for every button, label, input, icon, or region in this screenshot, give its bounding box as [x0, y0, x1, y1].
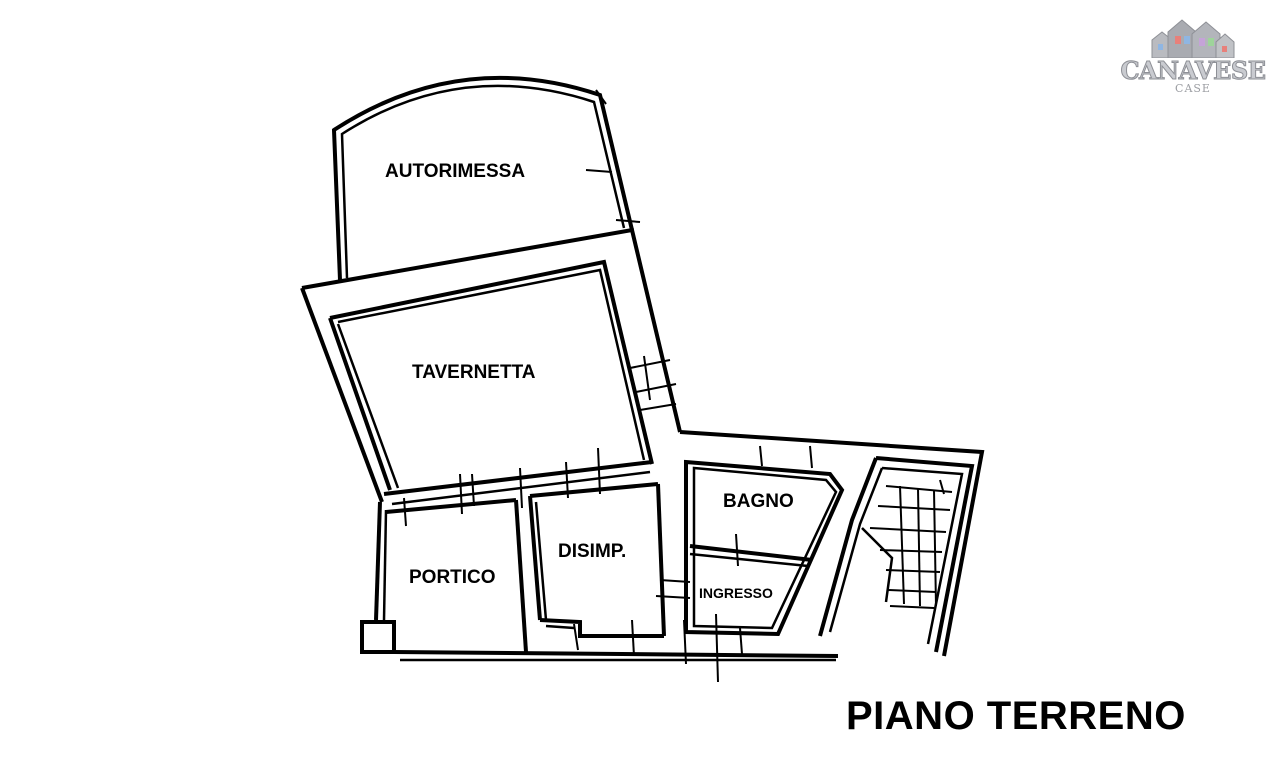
logo: CANAVESE CASE [1118, 14, 1268, 100]
room-portico-walls [360, 501, 839, 662]
plan-title: PIANO TERRENO [846, 694, 1186, 738]
room-tavernetta-walls [300, 227, 682, 503]
label-portico: PORTICO [409, 567, 496, 588]
staircase [818, 456, 975, 653]
label-bagno: BAGNO [723, 491, 794, 512]
room-disimp-walls [514, 467, 691, 657]
houses-icon [1151, 19, 1235, 58]
label-tavernetta: TAVERNETTA [412, 362, 536, 383]
room-autorimessa-walls [331, 75, 641, 281]
label-disimp: DISIMP. [558, 541, 626, 562]
label-autorimessa: AUTORIMESSA [385, 161, 525, 182]
room-bagno-ingresso-walls [679, 430, 985, 683]
logo-sub: CASE [1175, 82, 1211, 95]
logo-name: CANAVESE [1120, 56, 1267, 86]
label-ingresso: INGRESSO [699, 585, 773, 601]
